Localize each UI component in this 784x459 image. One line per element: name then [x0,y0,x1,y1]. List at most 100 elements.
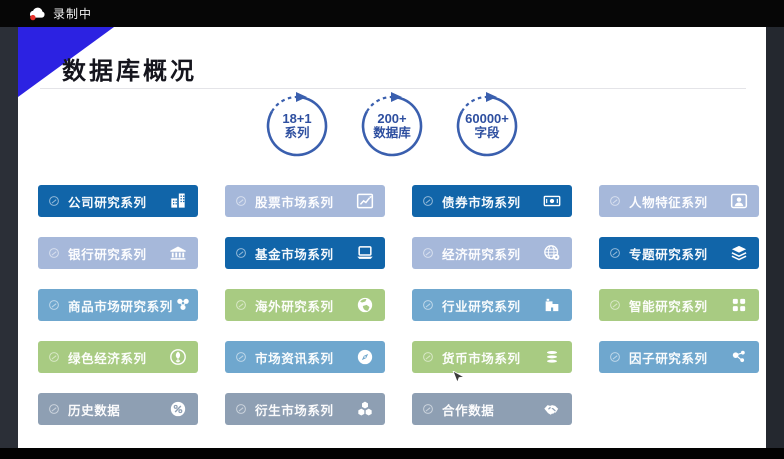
stat-circle-fields: 60000+ 字段 [454,92,520,159]
database-series-label: 智能研究系列 [629,299,708,314]
database-series-label: 公司研究系列 [68,195,147,210]
chart-icon [355,191,375,211]
stat-label: 数据库 [373,126,411,140]
database-series-button[interactable]: 行业研究系列 [412,289,572,321]
database-series-button[interactable]: 经济研究系列 [412,237,572,269]
stat-value: 200+ [377,111,407,126]
bullet-circle-icon [235,247,247,259]
database-series-button[interactable]: 公司研究系列 [38,185,198,217]
factory-icon [542,295,562,315]
bullet-circle-icon [48,299,60,311]
database-series-button[interactable]: 因子研究系列 [599,341,759,373]
bullet-circle-icon [422,403,434,415]
laptop-icon [355,243,375,263]
database-series-label: 专题研究系列 [629,247,708,262]
database-series-button[interactable]: 市场资讯系列 [225,341,385,373]
database-series-label: 商品市场研究系列 [68,299,173,314]
coins-icon [542,347,562,367]
database-series-label: 银行研究系列 [68,247,147,262]
database-series-button[interactable]: 绿色经济系列 [38,341,198,373]
layers-icon [729,243,749,263]
stat-label: 系列 [284,126,310,140]
database-series-label: 绿色经济系列 [68,351,147,366]
percent-icon [168,399,188,419]
database-series-button[interactable]: 债券市场系列 [412,185,572,217]
cloud-recording-icon[interactable] [28,6,46,21]
database-series-label: 合作数据 [442,403,495,418]
bullet-circle-icon [422,299,434,311]
database-series-button[interactable]: 银行研究系列 [38,237,198,269]
bullet-circle-icon [235,351,247,363]
database-series-button[interactable]: 股票市场系列 [225,185,385,217]
recording-titlebar: 录制中 [0,0,784,27]
database-series-label: 历史数据 [68,403,121,418]
database-series-button[interactable]: 智能研究系列 [599,289,759,321]
presentation-slide: 数据库概况 18+1 系列 200+ 数据库 [18,27,766,448]
database-series-label: 因子研究系列 [629,351,708,366]
bullet-circle-icon [48,351,60,363]
database-series-label: 海外研究系列 [255,299,334,314]
database-series-label: 股票市场系列 [255,195,334,210]
bullet-circle-icon [609,299,621,311]
building-icon [168,191,188,211]
bottom-window-edge [0,448,784,459]
grid-dots-icon [729,295,749,315]
portrait-icon [729,191,749,211]
stats-row: 18+1 系列 200+ 数据库 60000+ 字段 [18,92,766,159]
bullet-circle-icon [48,403,60,415]
mouse-cursor [452,371,464,384]
database-series-label: 基金市场系列 [255,247,334,262]
database-series-button[interactable]: 专题研究系列 [599,237,759,269]
left-window-edge [0,27,18,448]
page-title: 数据库概况 [62,58,197,85]
database-series-label: 市场资讯系列 [255,351,334,366]
bullet-circle-icon [422,247,434,259]
bullet-circle-icon [235,299,247,311]
bullet-circle-icon [609,247,621,259]
database-series-label: 经济研究系列 [442,247,521,262]
recording-status-label: 录制中 [53,7,93,21]
stat-label: 字段 [474,126,500,140]
eco-icon [168,347,188,367]
database-series-button[interactable]: 合作数据 [412,393,572,425]
stat-value: 60000+ [465,111,509,126]
database-series-button[interactable]: 衍生市场系列 [225,393,385,425]
molecule-icon [173,295,193,315]
right-window-edge [766,27,784,448]
database-series-button[interactable]: 商品市场研究系列 [38,289,198,321]
database-grid: 公司研究系列 股票市场系列 债券市场系列 人物特征系列 [38,185,759,425]
database-series-label: 行业研究系列 [442,299,521,314]
database-series-label: 人物特征系列 [629,195,708,210]
banknote-icon [542,191,562,211]
database-series-label: 衍生市场系列 [255,403,334,418]
database-series-button[interactable]: 基金市场系列 [225,237,385,269]
stat-circle-series: 18+1 系列 [264,92,330,159]
database-series-button[interactable]: 海外研究系列 [225,289,385,321]
bullet-circle-icon [422,351,434,363]
database-series-label: 债券市场系列 [442,195,521,210]
bullet-circle-icon [48,195,60,207]
globe-gear-icon [542,243,562,263]
globe-icon [355,295,375,315]
nodes-icon [729,347,749,367]
database-series-button[interactable]: 人物特征系列 [599,185,759,217]
bank-icon [168,243,188,263]
stat-value: 18+1 [282,111,312,126]
bullet-circle-icon [235,403,247,415]
compass-icon [355,347,375,367]
circular-arrow-icon [456,92,518,157]
bullet-circle-icon [48,247,60,259]
circular-arrow-icon [266,92,328,157]
circular-arrow-icon [361,92,423,157]
cubes-icon [355,399,375,419]
database-series-button[interactable]: 历史数据 [38,393,198,425]
database-series-button[interactable]: 货币市场系列 [412,341,572,373]
bullet-circle-icon [422,195,434,207]
handshake-icon [542,399,562,419]
title-divider [40,88,746,89]
bullet-circle-icon [609,195,621,207]
database-series-label: 货币市场系列 [442,351,521,366]
stat-circle-databases: 200+ 数据库 [359,92,425,159]
bullet-circle-icon [235,195,247,207]
